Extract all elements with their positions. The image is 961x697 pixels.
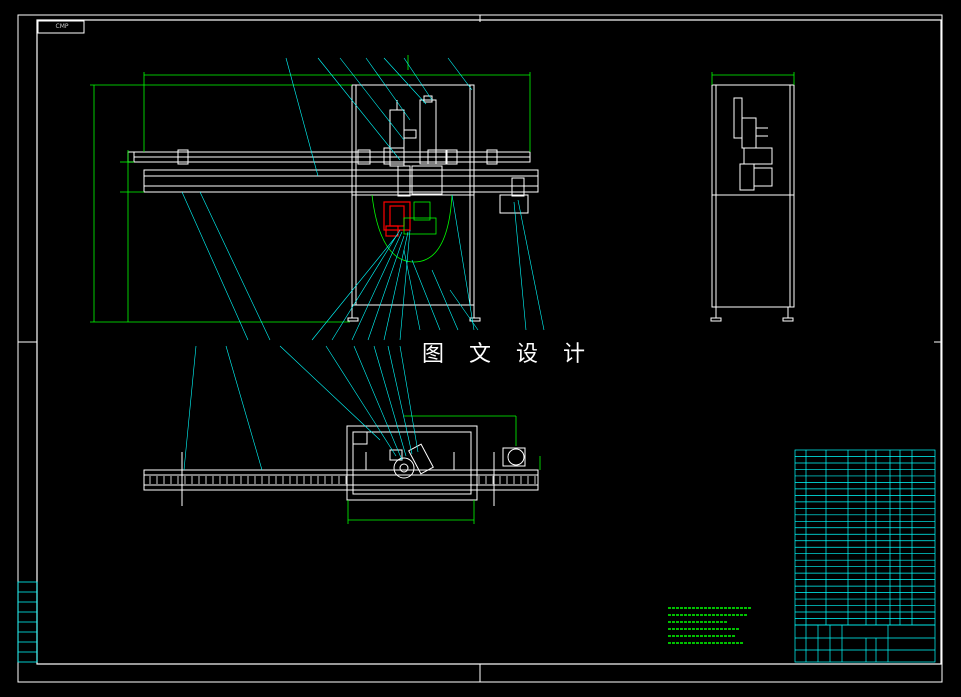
plan-slats [149, 476, 536, 484]
plan-view [143, 425, 539, 506]
side-view [710, 84, 795, 322]
side-dimensions [711, 72, 795, 85]
margin-block [17, 581, 38, 663]
drawing-code-tag: CMP [55, 23, 69, 30]
watermark-text: 图 文 设 计 [422, 342, 594, 367]
front-dimensions [90, 55, 531, 323]
plan-dimensions [347, 415, 541, 524]
front-leaders [181, 57, 545, 341]
parts-list-table [794, 449, 936, 626]
sheet-frame [17, 14, 943, 683]
plan-leaders [183, 345, 419, 471]
front-view [127, 84, 539, 322]
highlight-gripper [383, 201, 411, 237]
title-block [794, 624, 936, 663]
tech-notes [668, 607, 752, 644]
